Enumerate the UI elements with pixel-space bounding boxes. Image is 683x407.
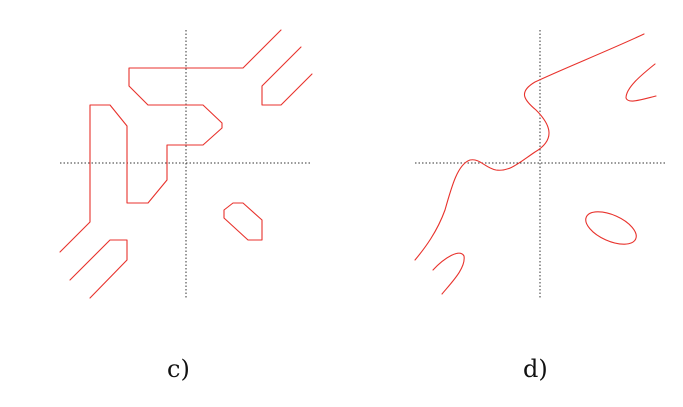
panel-c-label: c) <box>167 355 190 383</box>
panel-d-closed-loop <box>585 211 637 245</box>
panel-d-curve-main <box>414 33 645 261</box>
panel-d-label: d) <box>523 355 548 383</box>
panel-c-closed-loop <box>223 202 263 241</box>
panel-d-curve-bottom-left <box>432 252 465 295</box>
panel-d: d) <box>414 30 666 383</box>
panel-c-curve-top-right-outer <box>59 29 282 253</box>
panel-d-curve-top-right <box>625 63 657 102</box>
panel-c: c) <box>59 29 313 383</box>
panel-c-curve-bottom-left <box>69 239 128 299</box>
panel-c-curve-top-right-inner <box>261 46 313 106</box>
